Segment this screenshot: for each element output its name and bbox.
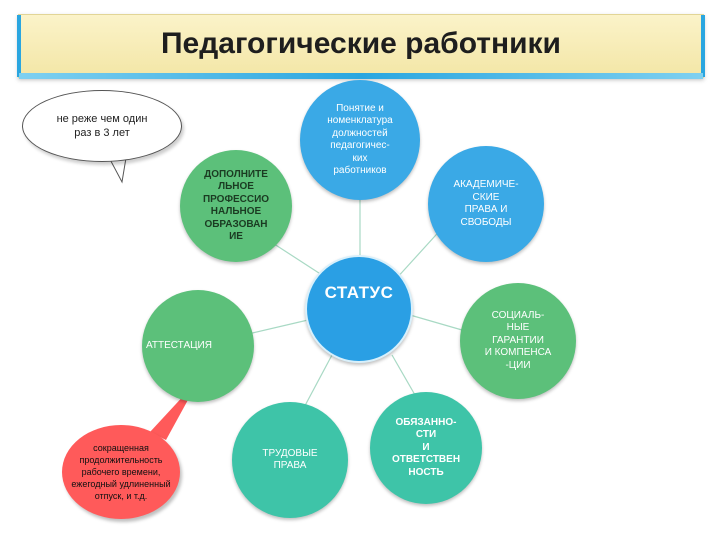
callout-attestation-frequency: не реже чем один раз в 3 лет xyxy=(22,90,182,162)
callout-top-text: не реже чем один раз в 3 лет xyxy=(56,113,148,139)
line-center-social xyxy=(409,314,463,331)
callout-labor-benefits: сокращенная продолжительность рабочего в… xyxy=(62,425,180,519)
node-attestation-label: АТТЕСТАЦИЯ xyxy=(146,339,212,351)
node-additional-label: ДОПОЛНИТЕ ЛЬНОЕ ПРОФЕССИО НАЛЬНОЕ ОБРАЗО… xyxy=(202,168,270,243)
node-attestation: АТТЕСТАЦИЯ xyxy=(142,290,254,402)
line-center-attestation xyxy=(243,319,309,336)
node-social-label: СОЦИАЛЬ- НЫЕ ГАРАНТИИ И КОМПЕНСА -ЦИИ xyxy=(484,309,552,371)
page-title: Педагогические работники xyxy=(160,27,562,60)
callout-bottom-text: сокращенная продолжительность рабочего в… xyxy=(71,443,171,501)
node-nomenclature-label: Понятие и номенклатура должностей педаго… xyxy=(327,102,393,177)
node-academic-label: АКАДЕМИЧЕ- СКИЕ ПРАВА И СВОБОДЫ xyxy=(453,179,519,228)
node-social-guarantees: СОЦИАЛЬ- НЫЕ ГАРАНТИИ И КОМПЕНСА -ЦИИ xyxy=(460,283,576,399)
node-duties-label: ОБЯЗАННО- СТИ И ОТВЕТСТВЕН НОСТЬ xyxy=(391,416,461,478)
line-center-additional xyxy=(267,239,323,276)
node-labor-label: ТРУДОВЫЕ ПРАВА xyxy=(262,447,318,472)
node-labor-rights: ТРУДОВЫЕ ПРАВА xyxy=(232,402,348,518)
line-center-duties xyxy=(391,354,416,396)
node-duties: ОБЯЗАННО- СТИ И ОТВЕТСТВЕН НОСТЬ xyxy=(370,392,482,504)
title-accent-stripe xyxy=(19,73,703,79)
node-additional-education: ДОПОЛНИТЕ ЛЬНОЕ ПРОФЕССИО НАЛЬНОЕ ОБРАЗО… xyxy=(180,150,292,262)
node-academic-rights: АКАДЕМИЧЕ- СКИЕ ПРАВА И СВОБОДЫ xyxy=(428,146,544,262)
title-banner: Педагогические работники xyxy=(17,14,705,79)
title-edge-left xyxy=(17,15,21,77)
node-status-label: СТАТУС xyxy=(324,283,394,302)
node-nomenclature: Понятие и номенклатура должностей педаго… xyxy=(300,80,420,200)
node-status-center: СТАТУС xyxy=(305,255,413,363)
title-edge-right xyxy=(701,15,705,77)
